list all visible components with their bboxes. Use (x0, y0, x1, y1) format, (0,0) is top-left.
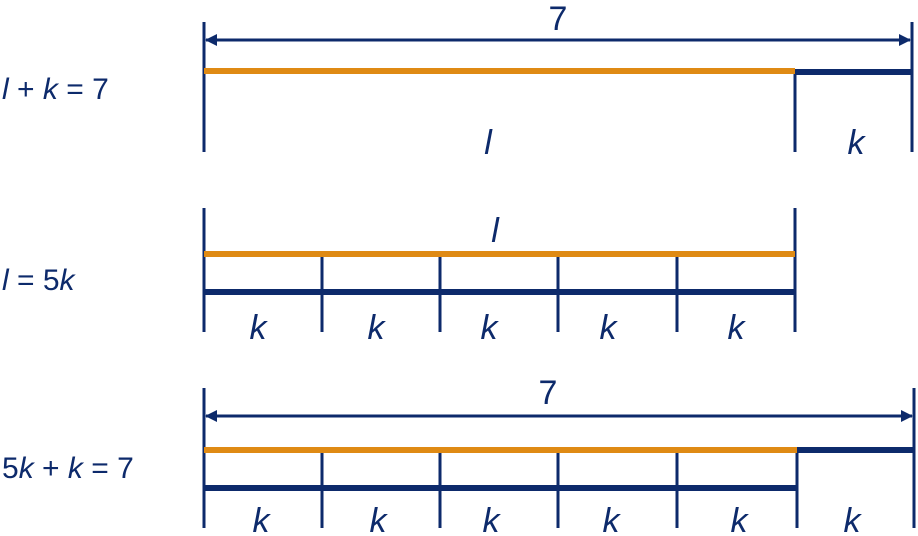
row-3-k-label-6: k (844, 502, 863, 536)
equation-row-3: 5k + k = 7 (2, 452, 134, 485)
row-3-k-label-2: k (370, 502, 389, 536)
equation-row-2: l = 5k (2, 264, 77, 297)
row-2-k-label-3: k (481, 309, 500, 347)
row-3-total-label: 7 (539, 374, 558, 412)
row-3-k-label-3: k (483, 502, 502, 536)
row-2-k-label-4: k (600, 309, 619, 347)
row-2-k-label-1: k (250, 309, 269, 347)
row-3-k-label-1: k (253, 502, 272, 536)
row-2-l-label: l (491, 212, 500, 250)
row-1: l + k = 7 7 l k (2, 0, 914, 162)
row-3-k-label-5: k (731, 502, 750, 536)
row-2-k-label-2: k (368, 309, 387, 347)
row-2-k-label-5: k (728, 309, 747, 347)
row-1-l-label: l (484, 124, 493, 162)
row-3: 5k + k = 7 7 k k k k k k (2, 374, 916, 536)
row-2: l = 5k l k k k k k (2, 208, 797, 347)
row-1-total-label: 7 (549, 0, 568, 38)
row-1-k-label: k (848, 124, 867, 162)
equation-row-1: l + k = 7 (2, 73, 109, 106)
row-3-k-label-4: k (603, 502, 622, 536)
